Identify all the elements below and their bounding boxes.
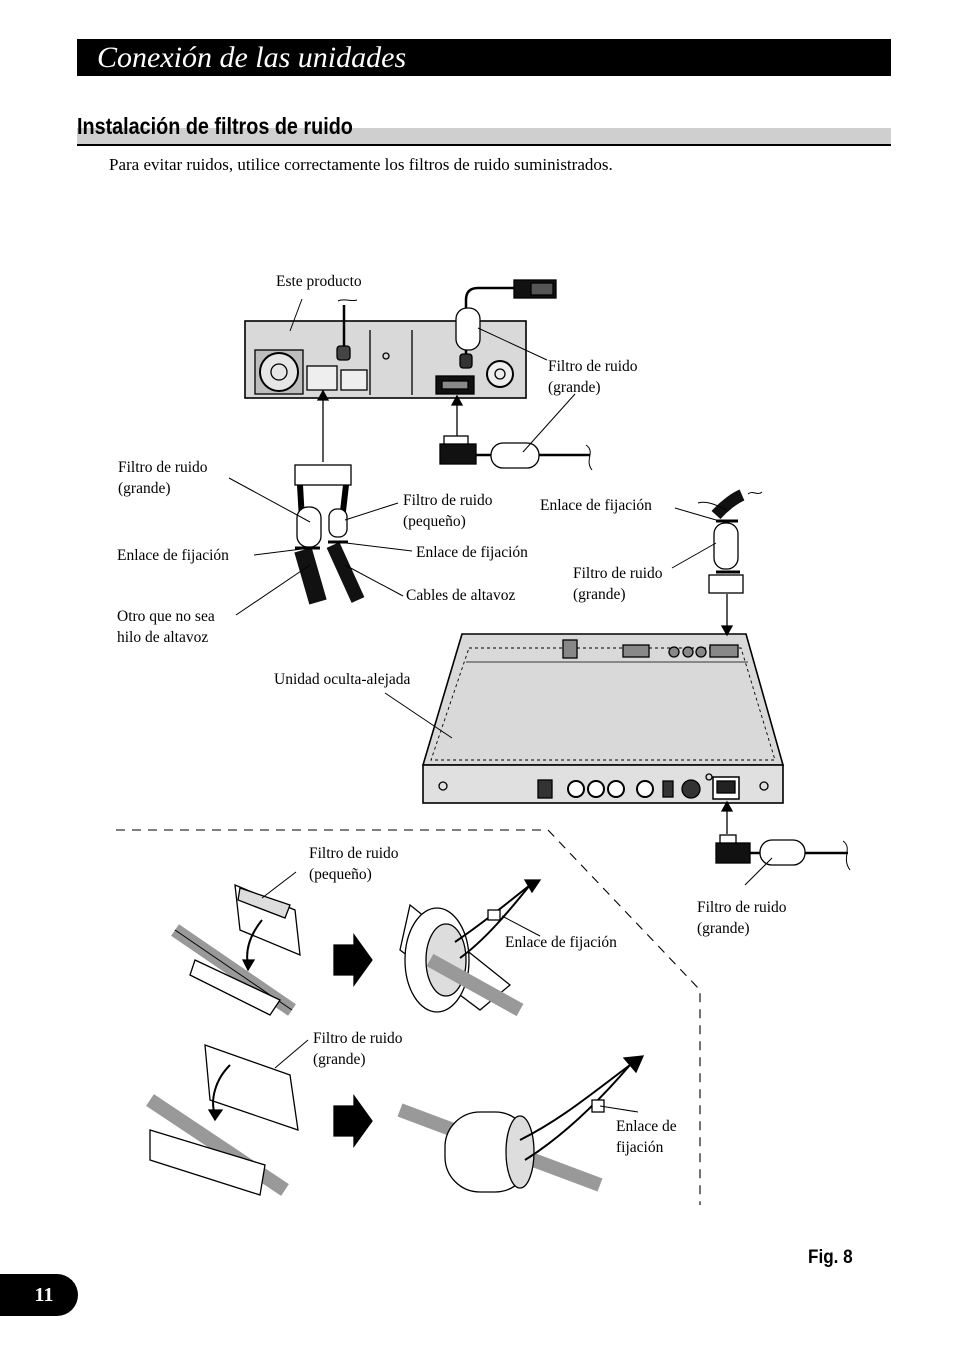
large-filter-steps — [146, 1044, 645, 1196]
label-unidad-oculta: Unidad oculta-alejada — [274, 671, 411, 688]
page-number-tab: 11 — [0, 1274, 78, 1316]
chapter-title: Conexión de las unidades — [97, 41, 407, 74]
label-enlace-remote-top: Enlace de fijación — [540, 497, 652, 514]
label-filtro-grande-head-unit: Filtro de ruido (grande) — [548, 358, 638, 396]
label-este-producto: Este producto — [276, 273, 362, 290]
leader-lines — [228, 298, 773, 1113]
label-filtro-grande-step: Filtro de ruido (grande) — [313, 1030, 403, 1068]
label-enlace-small-step: Enlace de fijación — [505, 934, 617, 951]
label-filtro-pequeno-step: Filtro de ruido (pequeño) — [309, 845, 399, 883]
dashed-separator — [116, 829, 701, 1205]
intro-paragraph: Para evitar ruidos, utilice correctament… — [109, 155, 613, 174]
label-filtro-pequeno-speaker: Filtro de ruido (pequeño) — [403, 492, 493, 530]
label-enlace-speaker-left: Enlace de fijación — [117, 547, 229, 564]
speaker-cable-bundle — [294, 464, 365, 605]
section-heading-rule — [77, 144, 891, 146]
label-enlace-large-step: Enlace de fijación — [616, 1118, 677, 1156]
section-heading-text: Instalación de filtros de ruido — [77, 113, 353, 139]
label-filtro-grande-speaker: Filtro de ruido (grande) — [118, 459, 208, 497]
remote-unit-illustration — [421, 489, 851, 871]
label-otro-que-no-sea: Otro que no sea hilo de altavoz — [117, 608, 215, 646]
chapter-title-bar: Conexión de las unidades — [77, 39, 891, 76]
label-filtro-grande-remote-bottom: Filtro de ruido (grande) — [697, 899, 787, 937]
section-heading: Instalación de filtros de ruido — [77, 112, 891, 146]
small-filter-steps — [171, 879, 542, 1017]
section-heading-band — [77, 128, 891, 144]
label-enlace-speaker-right: Enlace de fijación — [416, 544, 528, 561]
label-cables-altavoz: Cables de altavoz — [406, 587, 516, 604]
figure-caption: Fig. 8 — [808, 1247, 853, 1268]
label-filtro-grande-remote-top: Filtro de ruido (grande) — [573, 565, 663, 603]
head-unit-illustration — [244, 279, 593, 471]
page-number: 11 — [34, 1284, 54, 1306]
